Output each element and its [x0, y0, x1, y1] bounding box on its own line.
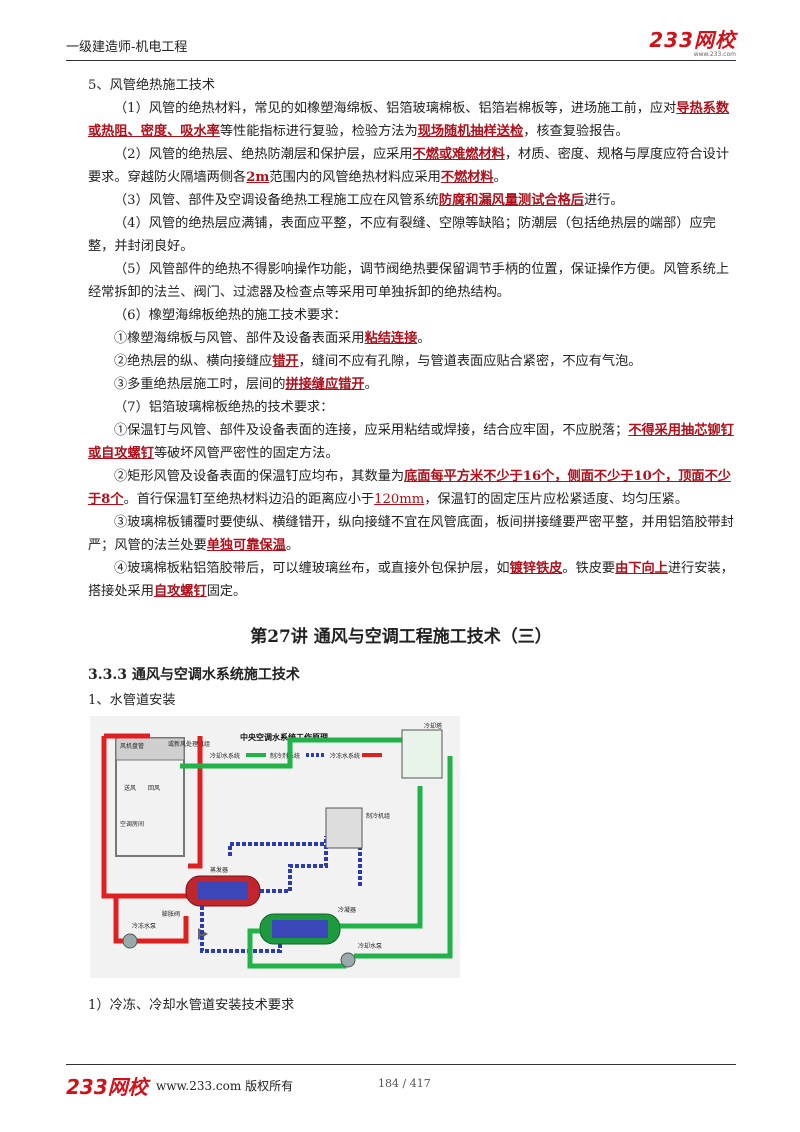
paragraph-7-2: ②矩形风管及设备表面的保温钉应均布，其数量为底面每平方米不少于16个，侧面不少于… — [88, 469, 731, 507]
diagram-title: 中央空调水系统工作原理 — [240, 732, 328, 742]
chilled-pump-icon — [122, 933, 138, 949]
paragraph-4: （4）风管的绝热层应满铺，表面应平整，不应有裂缝、空隙等缺陷；防潮层（包括绝热层… — [88, 216, 716, 254]
legend-cooling-label: 冷却水系统 — [210, 752, 240, 760]
refrigerant-pipe-2 — [228, 842, 362, 886]
room-label: 空调房间 — [120, 820, 144, 828]
paragraph-5: （5）风管部件的绝热不得影响操作功能，调节阀绝热要保留调节手柄的位置，保证操作方… — [88, 262, 730, 300]
return-air-label: 回风 — [148, 785, 160, 792]
expansion-valve-label: 膨胀阀 — [162, 910, 180, 918]
paragraph-7-3: ③玻璃棉板铺覆时要使纵、横缝错开，纵向接缝不宜在风管底面，板间拼接缝要严密平整，… — [88, 515, 734, 553]
footer-site: www.233.com 版权所有 — [156, 1079, 294, 1093]
legend-chilled-label: 冷冻水系统 — [330, 752, 360, 760]
page-header: 一级建造师-机电工程 233网校 www.233.com — [66, 20, 736, 61]
subsection-title: 1、水管道安装 — [88, 693, 176, 708]
chiller-label: 制冷机组 — [366, 812, 390, 820]
condenser-label: 冷凝器 — [338, 906, 356, 914]
subsection-title-2: 1）冷冻、冷却水管道安装技术要求 — [88, 998, 295, 1013]
paragraph-7-4: ④玻璃棉板粘铝箔胶带后，可以缠玻璃丝布，或直接外包保护层，如镀锌铁皮。铁皮要由下… — [88, 561, 734, 599]
paragraph-6-2: ②绝热层的纵、横向接缝应错开，缝间不应有孔隙，与管道表面应贴合紧密，不应有气泡。 — [114, 354, 642, 369]
page-number: 184 / 417 — [378, 1077, 431, 1090]
hvac-water-system-diagram: 中央空调水系统工作原理 冷却水系统 制冷剂系统 冷冻水系统 风机盘管 或新风处理… — [90, 716, 460, 978]
chilled-pump-pipe — [113, 896, 124, 944]
chilled-riser-pipe — [188, 736, 203, 869]
cooling-pump-label: 冷却水泵 — [358, 942, 382, 950]
paragraph-6: （6）橡塑海绵板绝热的施工技术要求： — [114, 308, 347, 323]
section-heading: 5、风管绝热施工技术 — [88, 78, 216, 93]
fan-coil-label: 风机盘管 — [120, 742, 144, 750]
evaporator-core — [198, 882, 248, 900]
condenser-core — [272, 920, 328, 938]
chapter-title: 第27讲 通风与空调工程施工技术（三） — [250, 627, 552, 647]
cooling-tower — [401, 729, 443, 779]
header-title: 一级建造师-机电工程 — [66, 40, 188, 55]
cooling-tower-label: 冷却塔 — [424, 722, 442, 730]
paragraph-1: （1）风管的绝热材料，常见的如橡塑海绵板、铝箔玻璃棉板、铝箔岩棉板等，进场施工前… — [88, 101, 730, 139]
paragraph-6-1: ①橡塑海绵板与风管、部件及设备表面采用粘结连接。 — [114, 331, 431, 346]
paragraph-2: （2）风管的绝热层、绝热防潮层和保护层，应采用不燃或难燃材料，材质、密度、规格与… — [88, 147, 730, 185]
paragraph-7: （7）铝箔玻璃棉板绝热的技术要求： — [114, 400, 334, 415]
page-footer: 233网校 www.233.com 版权所有 184 / 417 — [66, 1064, 736, 1105]
chilled-supply-pipe — [101, 736, 190, 899]
ahu-label: 或新风处理机组 — [168, 740, 210, 748]
compressor — [325, 807, 363, 849]
paragraph-6-3: ③多重绝热层施工时，层间的拼接缝应错开。 — [114, 377, 378, 392]
refrigerant-pipe-1 — [260, 836, 328, 893]
section-title: 3.3.3 通风与空调水系统施工技术 — [88, 667, 300, 683]
cooling-riser-pipe — [354, 756, 453, 959]
cooling-top-pipe — [180, 737, 410, 769]
chilled-pump-label: 冷冻水泵 — [132, 922, 156, 930]
legend-refrigerant-label: 制冷剂系统 — [270, 752, 300, 760]
footer-logo: 233网校 — [66, 1075, 148, 1099]
logo-subtext: www.233.com — [693, 51, 736, 58]
paragraph-7-1: ①保温钉与风管、部件及设备表面的连接，应采用粘结或焊接，结合应牢固，不应脱落；不… — [88, 423, 734, 461]
logo-text: 233网校 — [649, 28, 736, 52]
paragraph-3: （3）风管、部件及空调设备绝热工程施工应在风管系统防腐和漏风量测试合格后进行。 — [114, 193, 624, 208]
supply-air-label: 送风 — [124, 784, 136, 792]
cooling-pump-icon — [340, 952, 356, 968]
chilled-return-pipe — [136, 916, 189, 944]
evaporator-label: 蒸发器 — [210, 866, 228, 874]
brand-logo: 233网校 www.233.com — [649, 24, 736, 58]
cooling-supply-pipe — [340, 786, 423, 929]
section-5-body: 5、风管绝热施工技术 （1）风管的绝热材料，常见的如橡塑海绵板、铝箔玻璃棉板、铝… — [88, 74, 736, 603]
